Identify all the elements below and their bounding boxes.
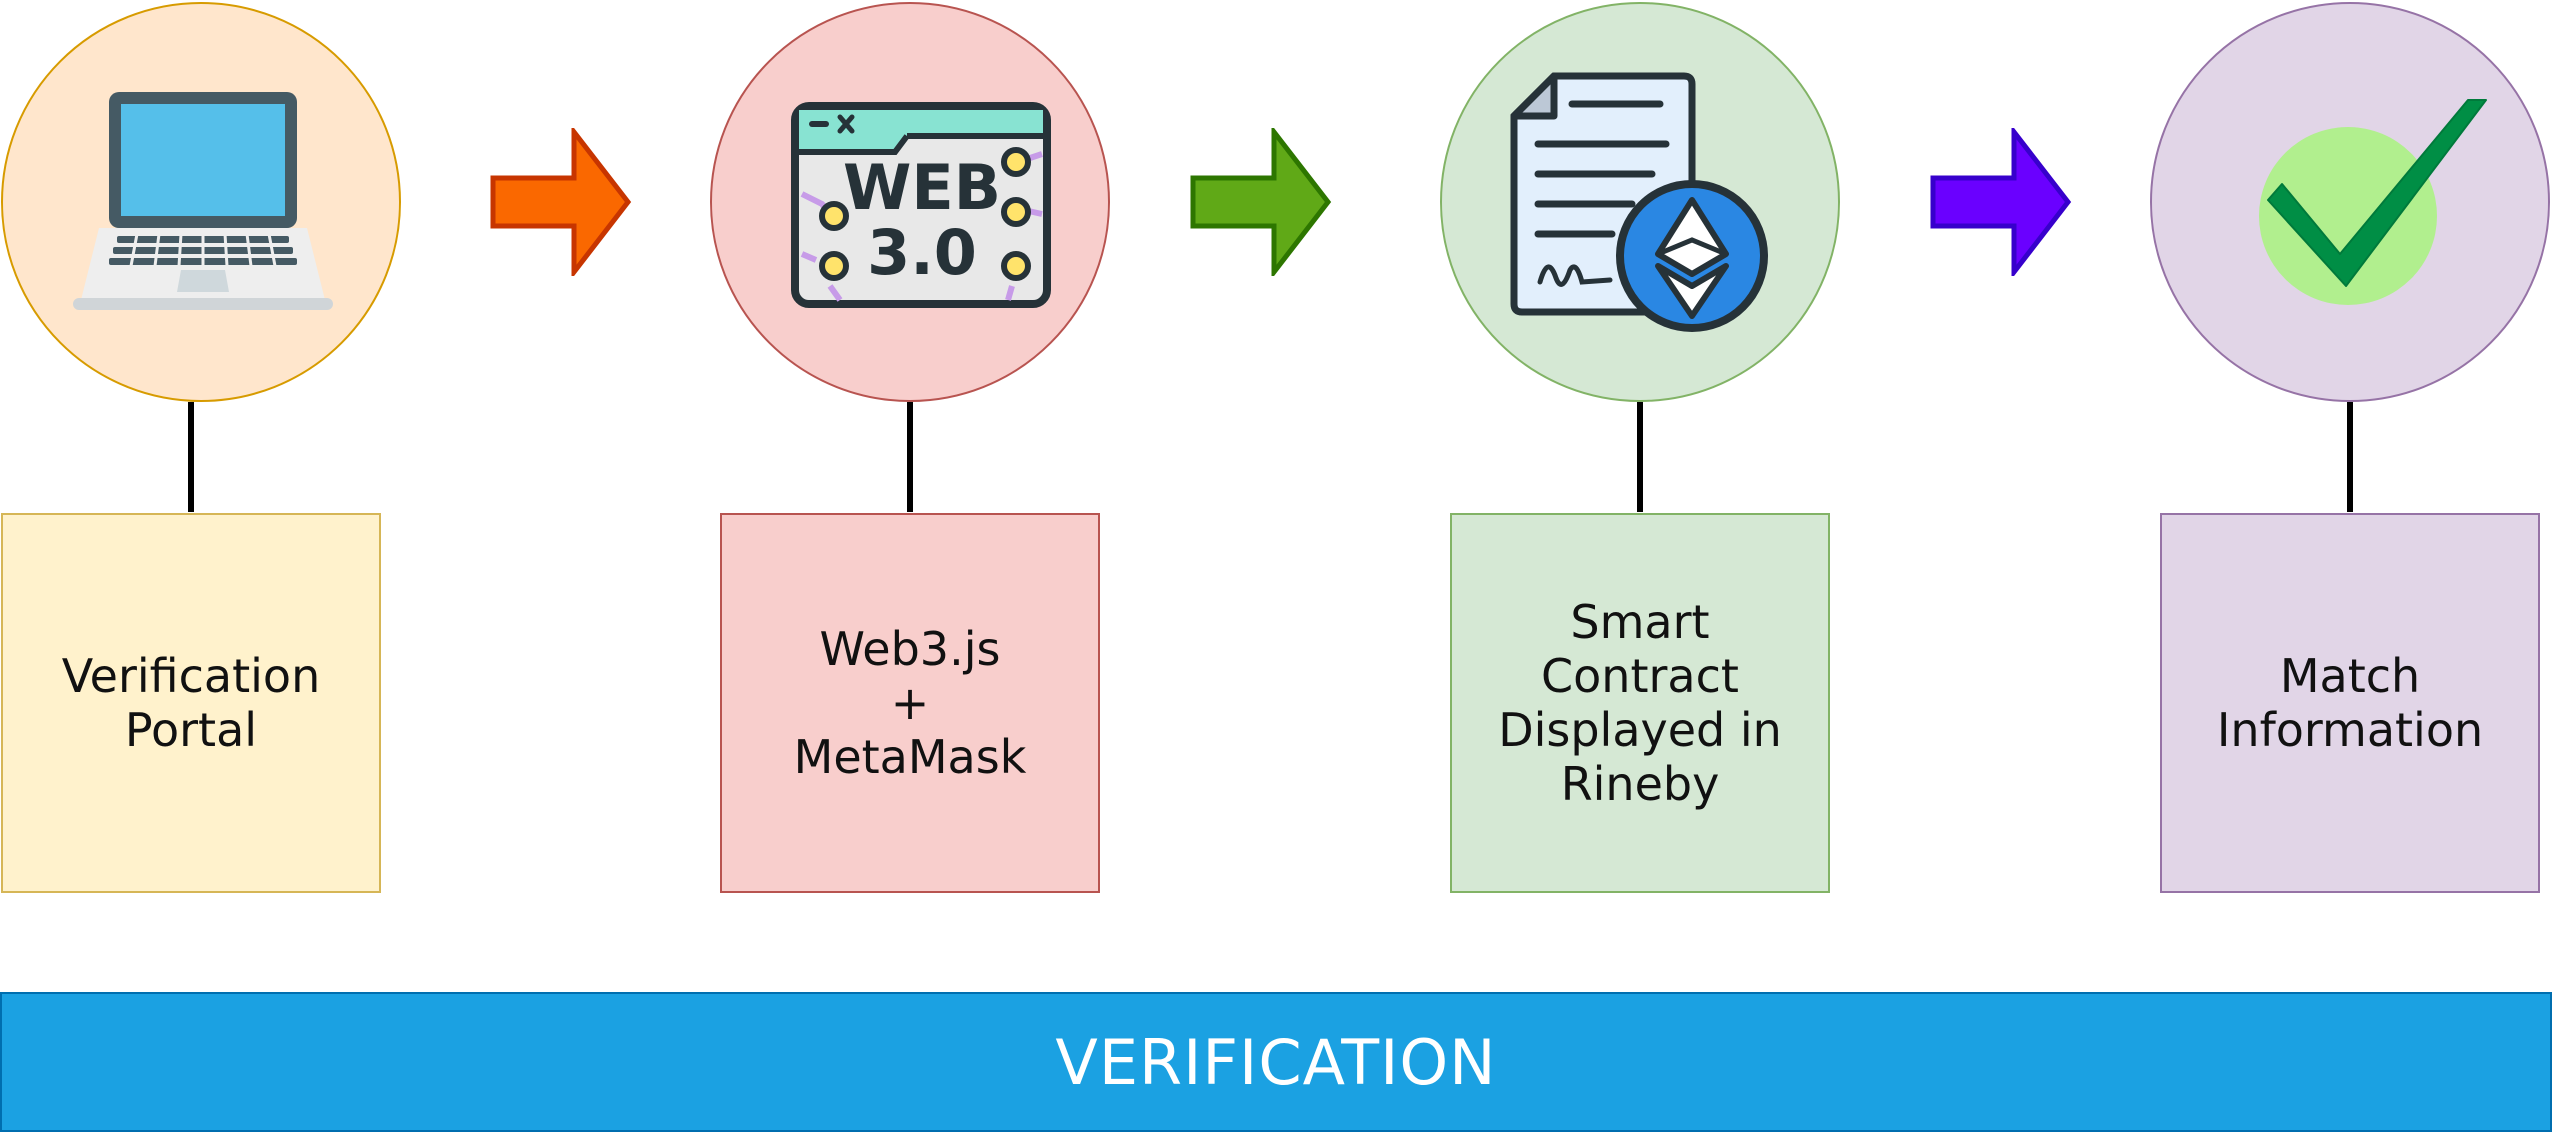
laptop-icon [73, 92, 333, 310]
checkmark-icon [2259, 99, 2487, 305]
arrow-right-icon [1190, 128, 1332, 276]
connector-line-4 [2347, 402, 2353, 512]
connector-line-3 [1637, 402, 1643, 512]
step-1-label: Verification Portal [61, 649, 321, 757]
connector-line-2 [907, 402, 913, 512]
web3-icon-text-bottom: 3.0 [867, 216, 977, 289]
step-2-label: Web3.js + MetaMask [793, 622, 1027, 784]
web3-browser-icon: WEB 3.0 [791, 102, 1051, 308]
smart-contract-ethereum-icon [1510, 72, 1768, 332]
step-3-circle [1440, 2, 1840, 402]
step-1-box: Verification Portal [1, 513, 381, 893]
step-4-label: Match Information [2216, 649, 2484, 757]
arrow-right-icon [490, 128, 632, 276]
step-4-box: Match Information [2160, 513, 2540, 893]
step-3-label: Smart Contract Displayed in Rineby [1498, 595, 1782, 811]
verification-banner: VERIFICATION [0, 992, 2552, 1132]
connector-line-1 [188, 402, 194, 512]
step-1-circle [1, 2, 401, 402]
step-2-circle: WEB 3.0 [710, 2, 1110, 402]
step-3-box: Smart Contract Displayed in Rineby [1450, 513, 1830, 893]
step-2-box: Web3.js + MetaMask [720, 513, 1100, 893]
web3-icon-text-top: WEB [843, 151, 1001, 224]
banner-label: VERIFICATION [1055, 1025, 1497, 1099]
arrow-right-icon [1930, 128, 2072, 276]
step-4-circle [2150, 2, 2550, 402]
